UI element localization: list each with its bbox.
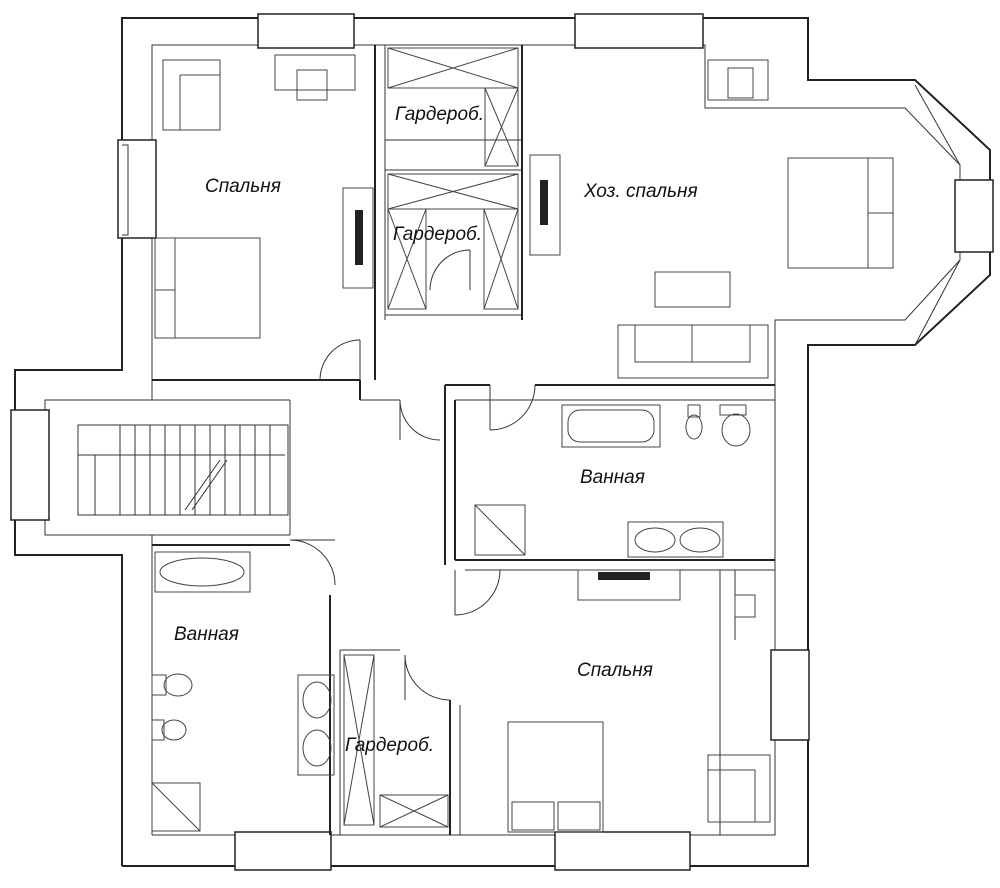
bedroom-nw-furniture bbox=[154, 54, 374, 339]
label-master-bedroom: Хоз. спальня bbox=[583, 181, 698, 202]
label-wardrobe-top: Гардероб. bbox=[395, 104, 484, 125]
label-bedroom-nw: Спальня bbox=[205, 176, 281, 197]
interior-walls bbox=[45, 45, 775, 835]
wardrobe-south bbox=[343, 654, 449, 828]
bathroom-center-fixtures bbox=[474, 404, 751, 558]
doors bbox=[289, 249, 536, 701]
label-bathroom-west: Ванная bbox=[174, 624, 239, 645]
windows bbox=[10, 13, 994, 871]
wardrobe-mid bbox=[387, 173, 519, 310]
label-bedroom-se: Спальня bbox=[577, 660, 653, 681]
outer-walls bbox=[14, 17, 991, 867]
bedroom-se-furniture bbox=[507, 569, 771, 833]
bathroom-west-fixtures bbox=[151, 551, 335, 832]
label-wardrobe-south: Гардероб. bbox=[345, 735, 434, 756]
label-wardrobe-mid: Гардероб. bbox=[393, 224, 482, 245]
label-bathroom-center: Ванная bbox=[580, 467, 645, 488]
wardrobe-top bbox=[387, 47, 519, 167]
master-bedroom-furniture bbox=[529, 59, 894, 379]
staircase bbox=[77, 424, 289, 516]
